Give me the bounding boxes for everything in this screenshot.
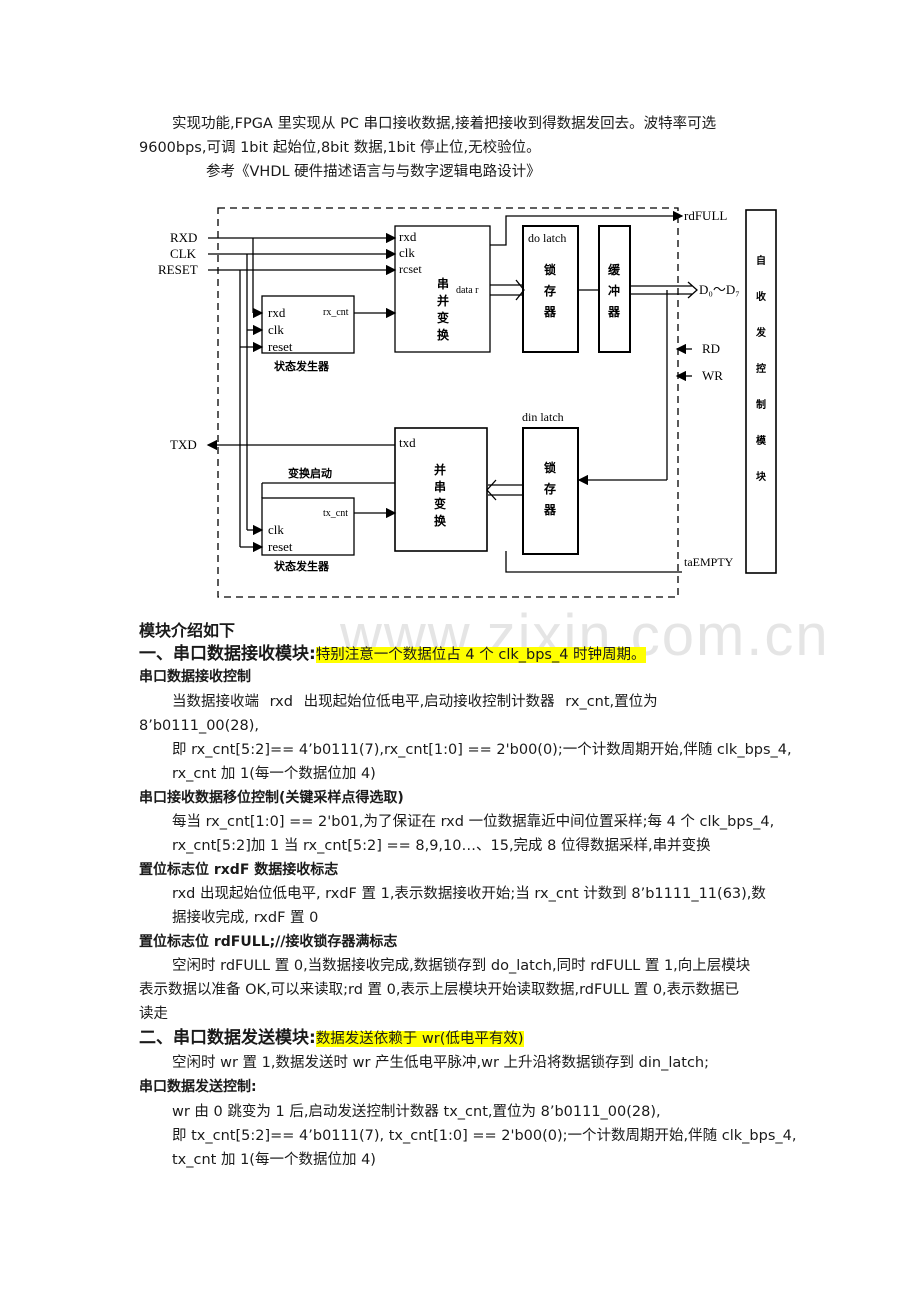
wr-label: WR: [702, 368, 723, 383]
sp-title-4: 换: [437, 327, 450, 342]
rx-state-rxd-pin: rxd: [268, 305, 286, 320]
rx-control-line-1: 当数据接收端 rxd 出现起始位低电平,启动接收控制计数器 rx_cnt,置位为: [172, 694, 658, 710]
rx-control-line-4: rx_cnt 加 1(每一个数据位加 4): [172, 766, 376, 782]
do-latch-title-2: 存: [543, 283, 556, 298]
controller-title-7: 块: [756, 470, 767, 483]
rx-state-caption: 状态发生器: [274, 359, 330, 373]
rx-state-clk-pin: clk: [268, 322, 284, 337]
controller-title-1: 自: [756, 254, 766, 267]
tx-state-caption: 状态发生器: [274, 559, 330, 573]
intro-line-1: 实现功能,FPGA 里实现从 PC 串口接收数据,接着把接收到得数据发回去。波特…: [172, 116, 717, 132]
buffer-title-1: 缓: [608, 262, 621, 277]
tx-control-line-1: wr 由 0 跳变为 1 后,启动发送控制计数器 tx_cnt,置位为 8’b0…: [172, 1104, 661, 1120]
subheading-rdfull: 置位标志位 rdFULL;//接收锁存器满标志: [139, 934, 398, 950]
ps-title-2: 串: [434, 479, 446, 494]
section-2-heading: 二、串口数据发送模块:数据发送依赖于 wr(低电平有效): [139, 1027, 524, 1050]
modules-intro: 模块介绍如下: [139, 621, 236, 640]
ps-txd-pin: txd: [399, 435, 416, 450]
rdfull-line-3: 读走: [139, 1006, 168, 1022]
tx-cnt-pin: tx_cnt: [323, 508, 348, 519]
section-1-highlight: 特别注意一个数据位占 4 个 clk_bps_4 时钟周期。: [315, 647, 646, 663]
subheading-rx-control: 串口数据接收控制: [139, 669, 251, 685]
do-latch-title-3: 器: [543, 305, 557, 319]
rd-label: RD: [702, 341, 720, 356]
ps-title-1: 并: [434, 462, 446, 477]
rx-control-line-2: 8’b0111_00(28),: [139, 718, 260, 734]
sp-title-1: 串: [437, 276, 449, 291]
sp-reset-pin: rcset: [399, 262, 422, 276]
sp-title-3: 变: [437, 310, 449, 325]
system-boundary: [217, 207, 679, 598]
controller-title-3: 发: [755, 326, 767, 339]
txd-output-label: TXD: [170, 437, 197, 452]
rxd-input-label: RXD: [170, 230, 197, 245]
controller-title-5: 制: [756, 398, 766, 411]
conversion-start-label: 变换启动: [288, 466, 332, 480]
din-latch-title-3: 器: [543, 503, 557, 517]
din-latch-title-2: 存: [543, 481, 556, 496]
rx-control-line-3: 即 rx_cnt[5:2]== 4’b0111(7),rx_cnt[1:0] =…: [172, 742, 792, 758]
rx-state-generator-block: [261, 295, 355, 354]
tx-state-clk-pin: clk: [268, 522, 284, 537]
buffer-title-3: 器: [607, 305, 621, 319]
reference-line: 参考《VHDL 硬件描述语言与与数字逻辑电路设计》: [206, 164, 541, 180]
intro-line-2: 9600bps,可调 1bit 起始位,8bit 数据,1bit 停止位,无校验…: [139, 140, 541, 156]
tx-control-line-2: 即 tx_cnt[5:2]== 4’b0111(7), tx_cnt[1:0] …: [172, 1128, 797, 1144]
do-latch-label: do latch: [528, 231, 566, 245]
rx-shift-line-2: rx_cnt[5:2]加 1 当 rx_cnt[5:2] == 8,9,10…、…: [172, 838, 711, 854]
sp-clk-pin: clk: [399, 245, 415, 260]
section-1-title: 一、串口数据接收模块:: [139, 644, 316, 664]
data-bus-label: D₀～D₇: [699, 282, 740, 297]
tx-idle-line: 空闲时 wr 置 1,数据发送时 wr 产生低电平脉冲,wr 上升沿将数据锁存到…: [172, 1055, 709, 1071]
controller-title-6: 模: [756, 434, 767, 447]
clk-input-label: CLK: [170, 246, 197, 261]
reset-input-label: RESET: [158, 262, 198, 277]
taempty-label: taEMPTY: [684, 555, 734, 569]
rx-state-reset-pin: reset: [268, 339, 293, 354]
section-2-highlight: 数据发送依赖于 wr(低电平有效): [315, 1031, 524, 1047]
controller-title-4: 控: [756, 362, 766, 375]
rxdf-line-2: 据接收完成, rxdF 置 0: [172, 910, 319, 926]
sp-data-pin: data r: [456, 285, 479, 296]
ps-title-3: 变: [434, 496, 446, 511]
buffer-block: [598, 225, 631, 353]
buffer-title-2: 冲: [608, 283, 620, 298]
uart-block-diagram: RXD CLK RESET TXD rdFULL D₀～D₇ RD WR taE…: [158, 207, 777, 598]
tx-control-line-3: tx_cnt 加 1(每一个数据位加 4): [172, 1152, 376, 1168]
din-latch-block: [522, 427, 579, 555]
rx-shift-line-1: 每当 rx_cnt[1:0] == 2'b01,为了保证在 rxd 一位数据靠近…: [172, 814, 775, 830]
sp-title-2: 并: [437, 293, 449, 308]
rdfull-line-2: 表示数据以准备 OK,可以来读取;rd 置 0,表示上层模块开始读取数据,rdF…: [139, 982, 740, 998]
serial-to-parallel-block: [394, 225, 491, 353]
subheading-rxdf: 置位标志位 rxdF 数据接收标志: [139, 862, 339, 878]
rdfull-line-1: 空闲时 rdFULL 置 0,当数据接收完成,数据锁存到 do_latch,同时…: [172, 958, 751, 974]
subheading-tx-control: 串口数据发送控制:: [139, 1079, 257, 1095]
din-latch-label: din latch: [522, 410, 564, 424]
ps-title-4: 换: [434, 513, 447, 528]
sp-rxd-pin: rxd: [399, 229, 417, 244]
tx-state-reset-pin: reset: [268, 539, 293, 554]
do-latch-title-1: 锁: [544, 262, 556, 277]
section-1-heading: 一、串口数据接收模块:特别注意一个数据位占 4 个 clk_bps_4 时钟周期…: [139, 643, 646, 666]
subheading-rx-shift: 串口接收数据移位控制(关键采样点得选取): [139, 790, 404, 806]
din-latch-title-1: 锁: [544, 460, 556, 475]
rx-cnt-pin: rx_cnt: [323, 307, 349, 318]
rxdf-line-1: rxd 出现起始位低电平, rxdF 置 1,表示数据接收开始;当 rx_cnt…: [172, 886, 766, 902]
section-2-title: 二、串口数据发送模块:: [139, 1028, 316, 1048]
controller-title-2: 收: [756, 290, 766, 303]
rdfull-label: rdFULL: [684, 208, 727, 223]
controller-block: [745, 209, 777, 574]
